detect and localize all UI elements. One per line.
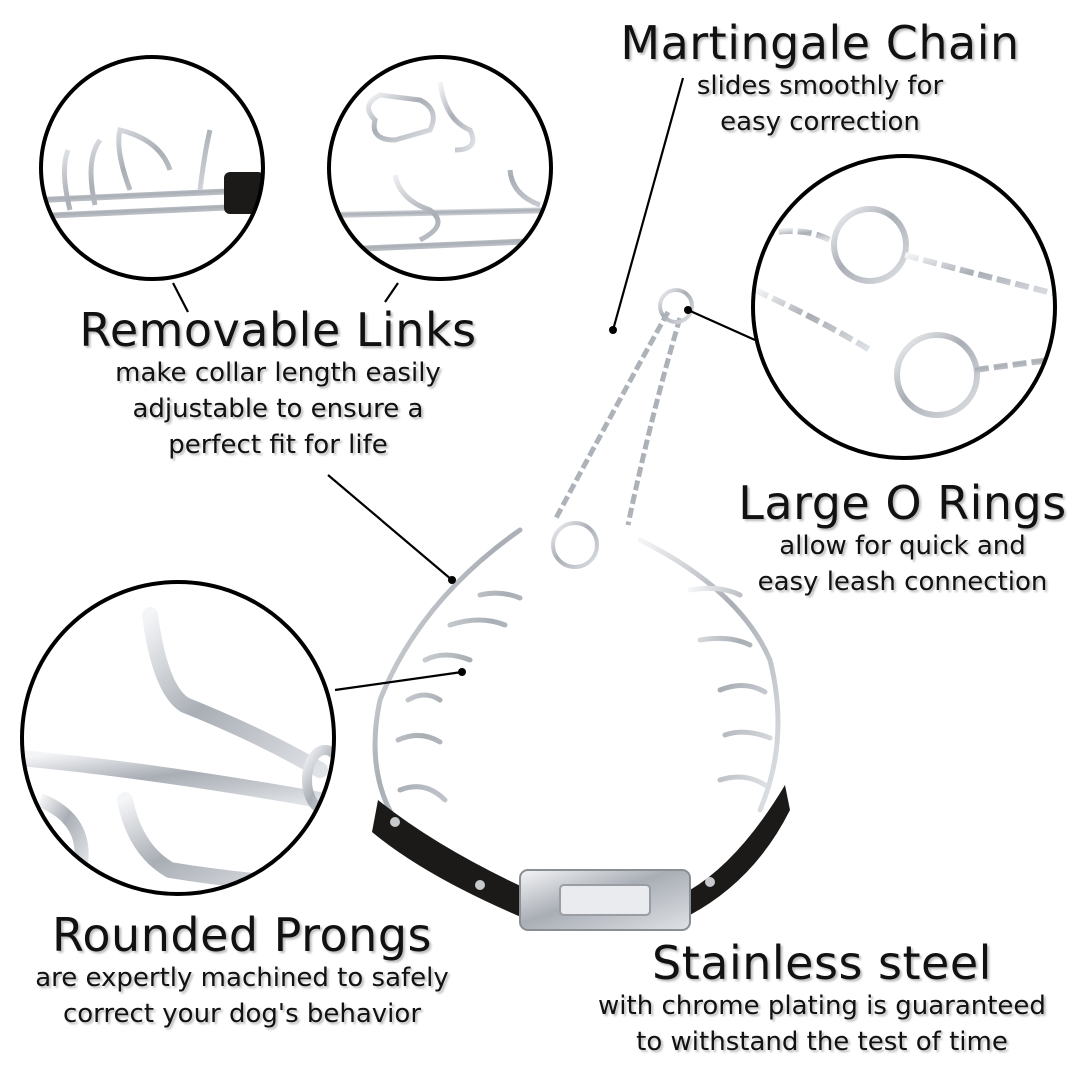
leader-dots — [448, 306, 692, 676]
callout-stainless-steel: Stainless steel with chrome plating is g… — [572, 938, 1072, 1060]
inset-removable-links-left — [41, 126, 263, 219]
inset-removable-links-right — [329, 81, 551, 253]
martingale-chain — [551, 288, 694, 569]
leather-strap — [372, 785, 790, 925]
callout-description: easy correction — [720, 107, 920, 137]
callout-martingale-chain: Martingale Chain slides smoothly for eas… — [600, 18, 1040, 140]
callout-description: to withstand the test of time — [636, 1027, 1008, 1057]
callout-description: make collar length easily — [115, 358, 441, 388]
callout-title: Martingale Chain — [620, 16, 1020, 70]
callout-description: correct your dog's behavior — [62, 999, 422, 1029]
inset-o-rings — [753, 206, 1055, 418]
callout-description: slides smoothly for — [696, 71, 944, 101]
callout-description: with chrome plating is guaranteed — [598, 991, 1046, 1021]
callout-large-o-rings: Large O Rings allow for quick and easy l… — [735, 478, 1070, 600]
prong-collar — [372, 527, 781, 823]
callout-rounded-prongs: Rounded Prongs are expertly machined to … — [0, 910, 484, 1032]
callout-description: allow for quick and — [779, 531, 1026, 561]
callout-title: Stainless steel — [652, 936, 992, 990]
inset-ring-1 — [39, 55, 265, 281]
leader-lines — [172, 77, 756, 692]
callout-description: perfect fit for life — [168, 430, 388, 460]
callout-description: easy leash connection — [757, 567, 1048, 597]
inset-ring-4 — [20, 580, 336, 896]
callout-description: are expertly machined to safely — [35, 963, 449, 993]
callout-removable-links: Removable Links make collar length easil… — [48, 305, 508, 463]
inset-ring-3 — [751, 154, 1057, 460]
inset-ring-2 — [327, 55, 553, 281]
callout-title: Removable Links — [79, 303, 477, 357]
callout-title: Large O Rings — [738, 476, 1067, 530]
callout-title: Rounded Prongs — [52, 908, 432, 962]
quick-release-buckle — [519, 869, 691, 931]
callout-description: adjustable to ensure a — [132, 394, 424, 424]
